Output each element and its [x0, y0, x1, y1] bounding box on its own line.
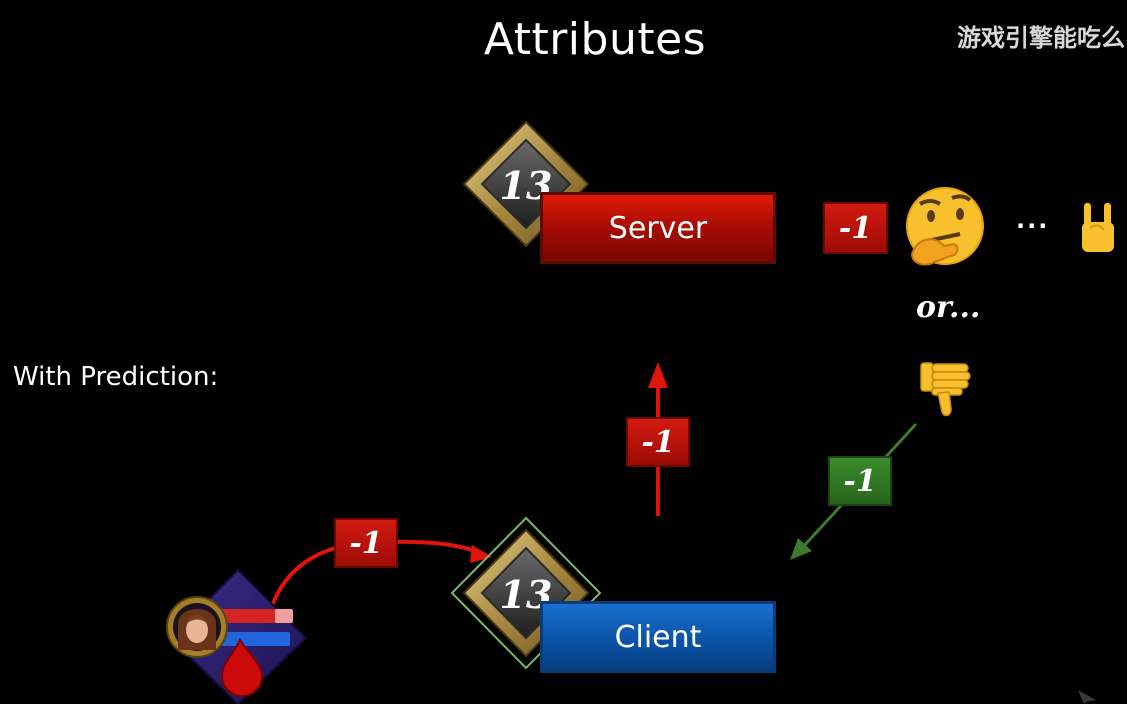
server-incoming-delta: -1	[823, 202, 888, 254]
ability-to-client-delta: -1	[334, 518, 398, 568]
page-title: Attributes	[483, 14, 707, 65]
watermark: 游戏引擎能吃么	[957, 24, 1125, 52]
server-box: Server	[540, 192, 776, 264]
thumbs-down-icon	[920, 362, 971, 417]
with-prediction-label: With Prediction:	[13, 362, 219, 392]
server-to-client-delta: -1	[828, 456, 892, 506]
ellipsis-text: ...	[1016, 206, 1050, 234]
rock-on-hand-icon	[1082, 203, 1114, 252]
ability-portrait-icon	[166, 568, 308, 704]
or-label: or...	[916, 290, 981, 325]
client-to-server-delta: -1	[626, 417, 690, 467]
cursor-icon	[1078, 690, 1096, 704]
thinking-face-icon	[906, 187, 984, 266]
client-box: Client	[540, 601, 776, 673]
